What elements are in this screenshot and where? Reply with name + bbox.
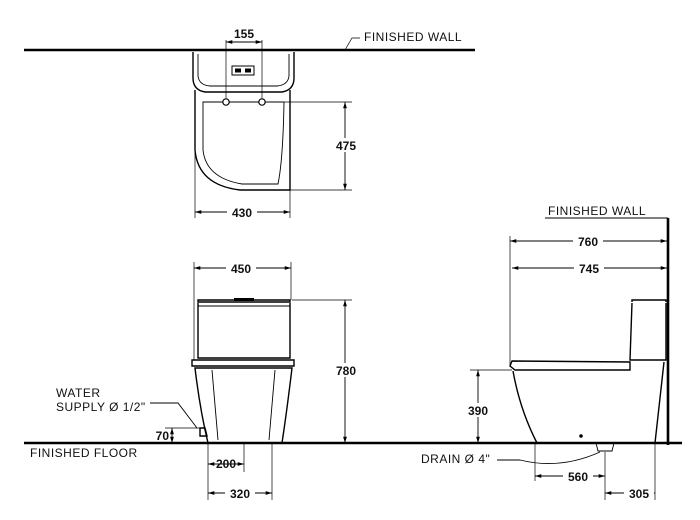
dim-305: 305	[629, 487, 649, 501]
drain-leader	[497, 451, 601, 464]
finished-floor-label: FINISHED FLOOR	[30, 446, 138, 460]
water-supply-leader	[150, 402, 198, 429]
side-seat	[509, 360, 631, 371]
water-supply-label-line1: WATER	[56, 386, 101, 400]
flush-button-left-icon	[235, 68, 241, 73]
dim-70: 70	[156, 429, 170, 443]
flush-button-icon	[231, 65, 255, 76]
water-supply-label-line2: SUPPLY Ø 1/2"	[56, 400, 146, 414]
bolt-hole-right-icon	[258, 98, 266, 106]
front-tank-outline	[197, 303, 291, 359]
dim-320: 320	[230, 487, 250, 501]
side-tank-lid	[631, 299, 667, 302]
dim-475: 475	[336, 139, 356, 153]
side-view: FINISHED WALL 760 745 390 DRAIN Ø 4"	[421, 204, 670, 501]
dim-780: 780	[336, 364, 356, 378]
dim-745: 745	[579, 262, 599, 276]
front-view: FINISHED FLOOR WATER SUPPLY Ø 1/2" 450 7…	[24, 261, 682, 501]
top-seat-outline	[202, 101, 285, 185]
water-supply-valve-icon	[199, 427, 208, 437]
side-bolt-icon	[579, 434, 583, 438]
drain-label: DRAIN Ø 4"	[421, 452, 490, 466]
drain-outlet-icon	[595, 442, 615, 452]
dim-760: 760	[578, 235, 598, 249]
front-bowl-outline	[194, 367, 293, 444]
top-view: FINISHED WALL 155 475 430	[24, 27, 475, 220]
dim-200: 200	[216, 457, 236, 471]
dim-430: 430	[232, 206, 252, 220]
bolt-hole-left-icon	[222, 98, 230, 106]
side-tank-outline	[629, 302, 667, 361]
top-bowl-outline	[194, 90, 291, 191]
flush-button-right-icon	[245, 68, 251, 73]
dim-450: 450	[231, 262, 251, 276]
top-tank-outline	[192, 52, 295, 93]
finished-wall-leader-top	[344, 37, 360, 51]
dim-155: 155	[234, 27, 254, 41]
finished-wall-label-side: FINISHED WALL	[548, 204, 646, 218]
dim-560: 560	[568, 470, 588, 484]
front-tank-lid	[197, 299, 291, 303]
side-bowl-outline	[512, 361, 665, 444]
top-tank-inner	[197, 54, 290, 87]
front-seat	[191, 359, 295, 367]
dim-390: 390	[468, 404, 488, 418]
finished-wall-label-top: FINISHED WALL	[364, 30, 462, 44]
front-flush-button-icon	[234, 298, 254, 301]
